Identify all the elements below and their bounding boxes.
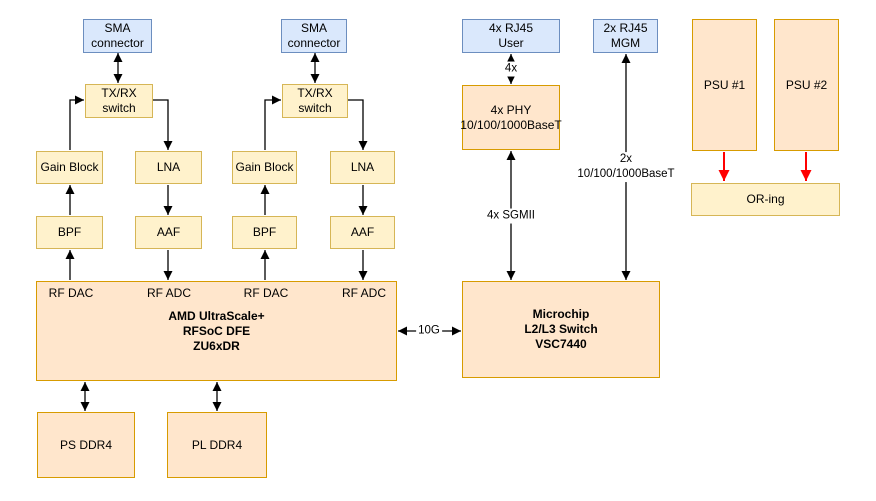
block-phy: 4x PHY 10/100/1000BaseT [460,85,562,150]
block-rj45-user: 4x RJ45 User [462,19,560,53]
rfsoc-port-rf-dac-1: RF DAC [48,286,94,300]
rfsoc-port-rf-adc-2: RF ADC [341,286,386,300]
arrow-gain2-txrx2 [264,95,281,150]
block-bpf-1: BPF [36,216,103,249]
block-gain-block-2: Gain Block [232,151,297,184]
block-lna-1: LNA [135,151,202,184]
block-rfsoc: RF DAC RF ADC RF DAC RF ADC AMD UltraSca… [36,281,397,381]
arrow-txrx2-lna2 [348,99,368,150]
block-ps-ddr4: PS DDR4 [37,412,135,478]
block-aaf-1: AAF [135,216,202,249]
block-txrx-switch-2: TX/RX switch [282,84,348,118]
block-bpf-2: BPF [232,216,297,249]
block-aaf-2: AAF [330,216,395,249]
rfsoc-label: AMD UltraScale+ RFSoC DFE ZU6xDR [168,308,265,353]
block-sma-connector-2: SMA connector [281,19,347,53]
rfsoc-port-rf-dac-2: RF DAC [243,286,289,300]
block-sma-connector-1: SMA connector [83,19,152,53]
block-gain-block-1: Gain Block [36,151,103,184]
block-pl-ddr4: PL DDR4 [167,412,267,478]
block-lna-2: LNA [330,151,395,184]
edge-label-4x-sgmii: 4x SGMII [485,208,537,224]
edge-label-10g: 10G [416,323,442,339]
block-txrx-switch-1: TX/RX switch [85,84,153,118]
edge-label-4x: 4x [502,61,520,77]
arrow-gain1-txrx1 [69,95,84,150]
rfsoc-port-rf-adc-1: RF ADC [146,286,191,300]
block-oring: OR-ing [691,183,840,216]
edge-label-2x-baset: 2x 10/100/1000BaseT [575,152,677,182]
block-rj45-mgm: 2x RJ45 MGM [593,19,658,53]
block-psu1: PSU #1 [692,19,757,151]
block-psu2: PSU #2 [774,19,839,151]
block-ethernet-switch: Microchip L2/L3 Switch VSC7440 [462,281,660,378]
arrow-txrx1-lna1 [153,99,173,150]
